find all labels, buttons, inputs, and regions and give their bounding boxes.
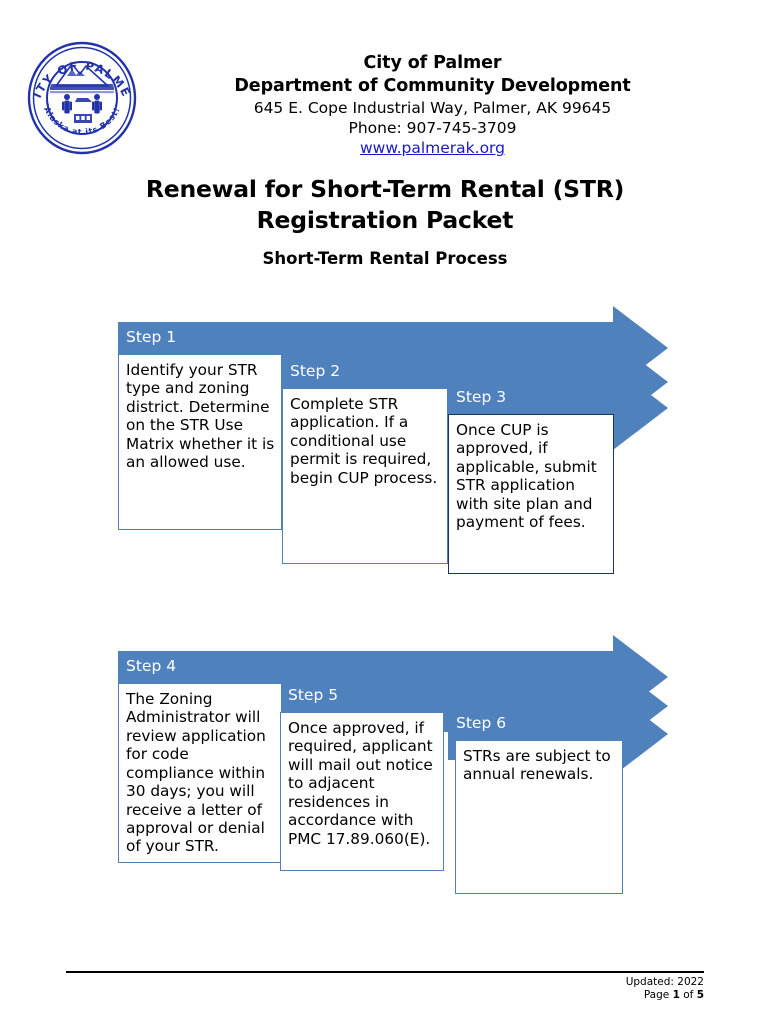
page-middle: of: [679, 989, 697, 1002]
step-6-text: STRs are subject to annual renewals.: [463, 747, 611, 784]
city-of-palmer-seal-icon: CITY OF PALMER "Alaska at its Best!": [17, 27, 142, 158]
step-5-text: Once approved, if required, applicant wi…: [288, 719, 433, 848]
step-2-body: Complete STR application. If a condition…: [282, 388, 448, 564]
step-3-body: Once CUP is approved, if applicable, sub…: [448, 414, 614, 574]
step-6-label: Step 6: [456, 714, 507, 732]
step-4-label: Step 4: [126, 657, 177, 675]
step-3-label: Step 3: [456, 388, 507, 406]
footer-divider: [66, 971, 704, 973]
page-total: 5: [696, 989, 704, 1002]
step-2-text: Complete STR application. If a condition…: [290, 395, 438, 487]
organization-name: City of Palmer: [363, 53, 502, 73]
page-current: 1: [672, 989, 680, 1002]
step-3-text: Once CUP is approved, if applicable, sub…: [456, 421, 597, 532]
document-title: Renewal for Short-Term Rental (STR) Regi…: [145, 175, 625, 235]
step-4-body: The Zoning Administrator will review app…: [118, 683, 282, 863]
step-1-text: Identify your STR type and zoning distri…: [126, 361, 275, 472]
document-subtitle: Short-Term Rental Process: [262, 249, 508, 268]
footer: Updated: 2022 Page 1 of 5: [626, 976, 704, 1003]
step-1-body: Identify your STR type and zoning distri…: [118, 354, 282, 530]
phone-line: Phone: 907-745-3709: [348, 118, 517, 137]
letterhead: CITY OF PALMER "Alaska at its Best!" Cit…: [0, 0, 770, 170]
step-4-text: The Zoning Administrator will review app…: [126, 690, 266, 856]
process-diagram-steps-4-6: Step 4 Step 5 Step 6 The Zoning Administ…: [0, 635, 770, 918]
footer-updated: Updated: 2022: [625, 976, 704, 988]
department-name: Department of Community Development: [234, 75, 631, 96]
step-6-body: STRs are subject to annual renewals.: [455, 740, 623, 894]
step-2-label: Step 2: [290, 362, 341, 380]
step-5-label: Step 5: [288, 686, 339, 704]
address-line: 645 E. Cope Industrial Way, Palmer, AK 9…: [253, 98, 612, 117]
website-link[interactable]: www.palmerak.org: [359, 138, 505, 157]
footer-page-number: Page 1 of 5: [626, 989, 704, 1002]
letterhead-text-block: City of Palmer Department of Community D…: [160, 52, 705, 159]
step-5-body: Once approved, if required, applicant wi…: [280, 712, 444, 871]
step-1-label: Step 1: [126, 328, 177, 346]
process-diagram-steps-1-3: Step 1 Step 2 Step 3 Identify your STR t…: [0, 300, 770, 580]
page-prefix: Page: [643, 989, 673, 1002]
